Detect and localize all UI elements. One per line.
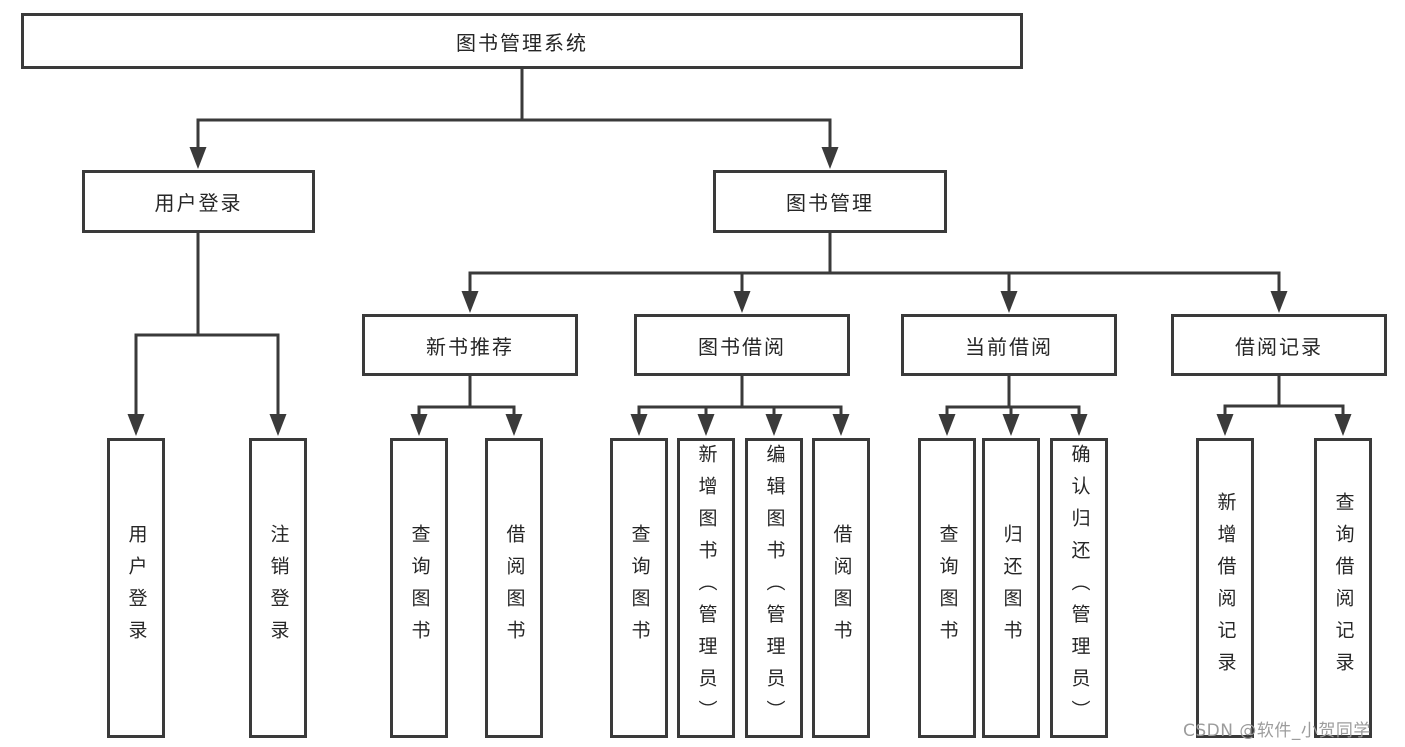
node-book-borrow: 图书借阅 bbox=[634, 314, 850, 376]
node-label: 确认归还（管理员） bbox=[1068, 444, 1091, 732]
node-label: 查询图书 bbox=[628, 524, 651, 652]
node-leaf-borrow-books-recommend: 借阅图书 bbox=[485, 438, 543, 738]
node-leaf-search-books-recommend: 查询图书 bbox=[390, 438, 448, 738]
node-leaf-add-borrow-record: 新增借阅记录 bbox=[1196, 438, 1254, 738]
node-leaf-search-books-current: 查询图书 bbox=[918, 438, 976, 738]
node-new-book-recommend: 新书推荐 bbox=[362, 314, 578, 376]
connector-book-borrow-to-leaves bbox=[630, 374, 850, 436]
node-current-borrow: 当前借阅 bbox=[901, 314, 1117, 376]
watermark: CSDN @软件_小贺同学 bbox=[1183, 721, 1371, 741]
node-book-management: 图书管理 bbox=[713, 170, 947, 233]
node-label: 编辑图书（管理员） bbox=[763, 444, 786, 732]
node-leaf-edit-books-admin: 编辑图书（管理员） bbox=[745, 438, 803, 738]
node-label: 查询借阅记录 bbox=[1332, 492, 1355, 684]
connector-user-login-to-leaves bbox=[127, 231, 287, 436]
node-label: 借阅图书 bbox=[503, 524, 526, 652]
node-leaf-return-books: 归还图书 bbox=[982, 438, 1040, 738]
node-label: 图书管理系统 bbox=[456, 30, 588, 55]
connector-root-to-level2 bbox=[189, 67, 839, 169]
node-label: 查询图书 bbox=[936, 524, 959, 652]
node-leaf-add-books-admin: 新增图书（管理员） bbox=[677, 438, 735, 738]
node-label: 注销登录 bbox=[267, 524, 290, 652]
node-leaf-confirm-return-admin: 确认归还（管理员） bbox=[1050, 438, 1108, 738]
node-label: 查询图书 bbox=[408, 524, 431, 652]
node-leaf-logout: 注销登录 bbox=[249, 438, 307, 738]
connector-current-borrow-to-leaves bbox=[938, 374, 1088, 436]
node-label: 新书推荐 bbox=[426, 334, 514, 359]
node-leaf-user-login: 用户登录 bbox=[107, 438, 165, 738]
node-label: 用户登录 bbox=[154, 191, 243, 215]
node-borrow-records: 借阅记录 bbox=[1171, 314, 1387, 376]
node-leaf-borrow-books: 借阅图书 bbox=[812, 438, 870, 738]
node-label: 新增图书（管理员） bbox=[695, 444, 718, 732]
node-leaf-search-books-borrow: 查询图书 bbox=[610, 438, 668, 738]
node-label: 图书借阅 bbox=[698, 334, 786, 359]
node-label: 借阅图书 bbox=[830, 524, 853, 652]
node-user-login: 用户登录 bbox=[82, 170, 315, 233]
node-label: 当前借阅 bbox=[965, 334, 1053, 359]
node-label: 新增借阅记录 bbox=[1214, 492, 1237, 684]
connector-new-book-to-leaves bbox=[410, 374, 523, 436]
node-library-system: 图书管理系统 bbox=[21, 13, 1023, 69]
connector-borrow-records-to-leaves bbox=[1216, 374, 1352, 436]
node-label: 图书管理 bbox=[786, 191, 874, 215]
node-label: 用户登录 bbox=[125, 524, 148, 652]
connector-book-management-to-level3 bbox=[461, 231, 1288, 313]
node-label: 归还图书 bbox=[1000, 524, 1023, 652]
node-leaf-search-borrow-record: 查询借阅记录 bbox=[1314, 438, 1372, 738]
node-label: 借阅记录 bbox=[1235, 334, 1323, 359]
